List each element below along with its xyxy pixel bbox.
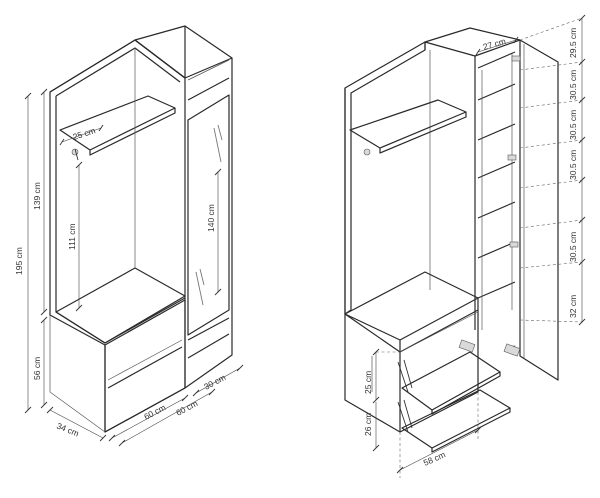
dimension-width-left: 60 cm [108,394,189,442]
cabinet-outline [49,25,233,433]
label-56cm: 56 cm [32,357,42,380]
dimension-inner-depth: 27 cm [475,36,519,56]
dimension-shoe-rack-1: 25 cm [363,348,400,404]
label-25cm-rack: 25 cm [363,371,373,394]
label-26cm-rack: 26 cm [363,413,373,436]
dimension-door-width: 30 cm [192,364,244,397]
label-111cm: 111 cm [67,223,77,250]
label-139cm: 139 cm [32,182,42,210]
label-30-5cm-3: 30.5 cm [568,150,578,180]
label-195cm: 195 cm [14,247,24,275]
dimension-door-height: 140 cm [206,168,222,296]
dimension-upper-height: 139 cm [32,88,48,316]
label-34cm: 34 cm [55,421,80,439]
label-58cm: 58 cm [422,449,447,468]
dimension-total-height: 195 cm [14,92,32,414]
label-30cm: 30 cm [202,372,227,392]
label-30-5cm-1: 30.5 cm [568,70,578,100]
dimension-base-width: 58 cm [396,392,482,478]
open-wardrobe-view: 27 cm 29.5 cm 30.5 cm 30.5 cm 30.5 cm [344,14,586,478]
label-30-5cm-4: 30.5 cm [568,232,578,262]
dimension-shelf-spacing: 29.5 cm 30.5 cm 30.5 cm 30.5 cm 30.5 cm … [519,14,586,326]
label-140cm: 140 cm [206,204,216,232]
dimension-base-height: 56 cm [32,316,48,409]
open-cabinet-outline [344,27,559,453]
label-32cm: 32 cm [568,295,578,318]
label-30-5cm-2: 30.5 cm [568,110,578,140]
label-25cm-shelf: 25 cm [72,125,97,142]
dimension-depth: 34 cm [46,406,107,442]
label-29-5cm: 29.5 cm [568,28,578,58]
dimension-shoe-rack-2: 26 cm [363,402,380,452]
dimension-hook-height: 111 cm [67,161,83,312]
closed-wardrobe-view: 195 cm 139 cm 56 cm 25 cm 111 cm [14,25,244,447]
label-60cm-right: 60 cm [174,398,199,418]
